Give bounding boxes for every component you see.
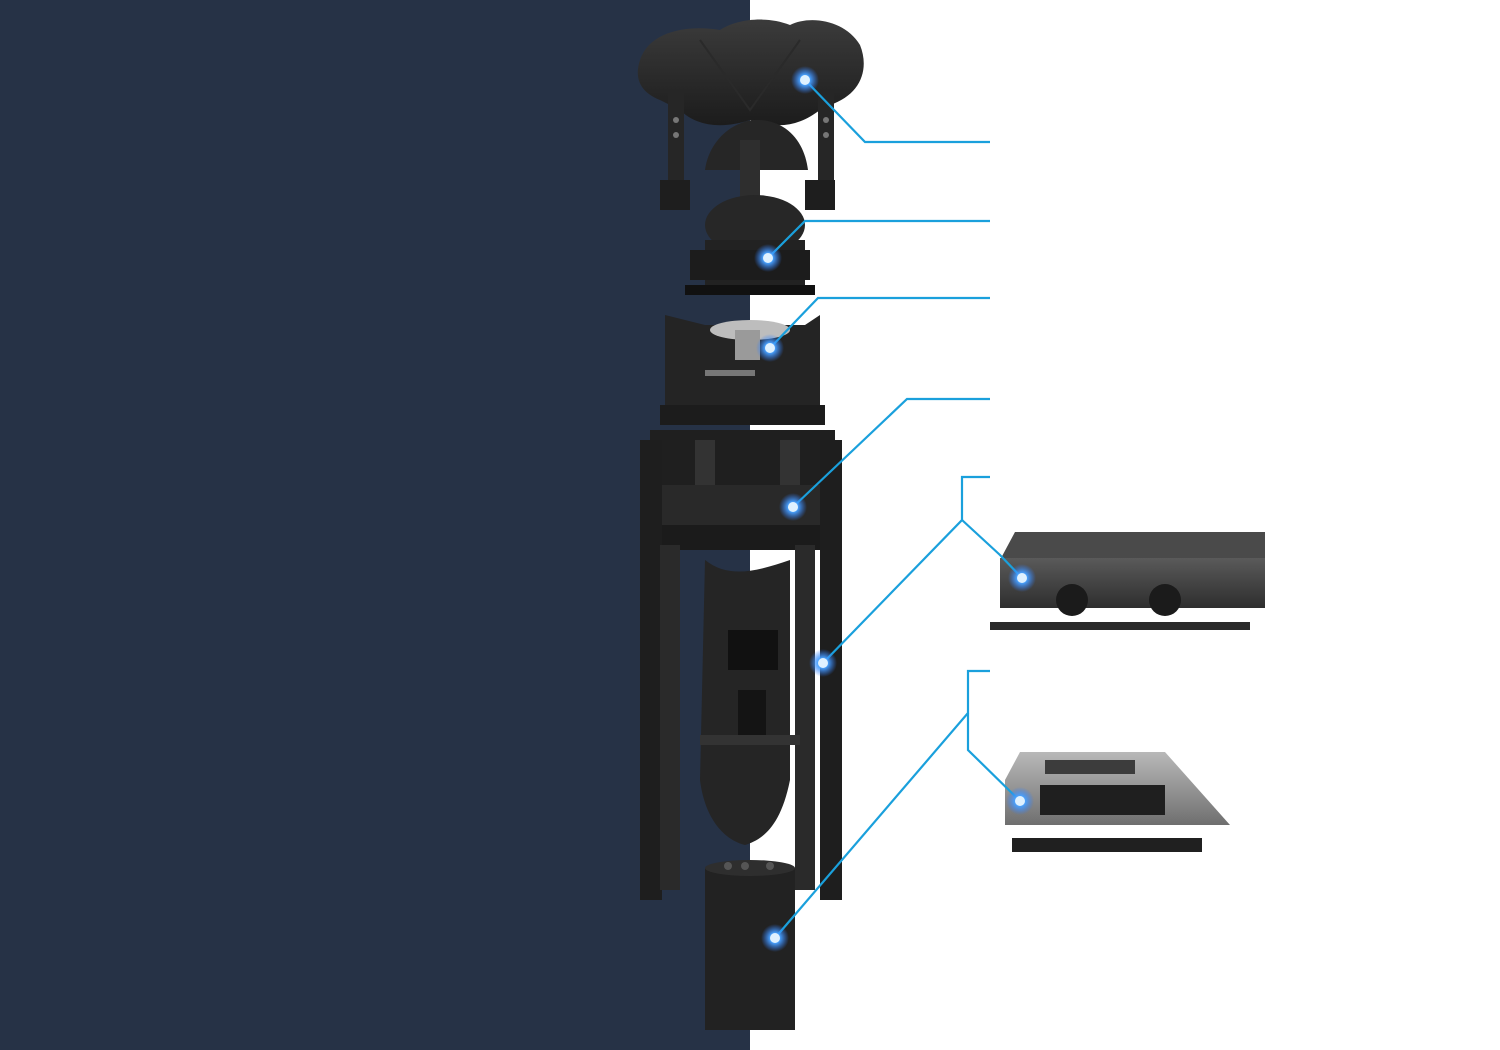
light-background-panel: [750, 0, 1500, 1050]
robot-shoulder-part: [650, 430, 835, 550]
dark-background-panel: [0, 0, 750, 1050]
hotspot-head-shell[interactable]: [791, 66, 819, 94]
hotspot-neck-unit[interactable]: [754, 244, 782, 272]
hotspot-torso-frame[interactable]: [809, 649, 837, 677]
robot-neck-unit-part: [685, 195, 815, 295]
leader-lines: [767, 79, 1023, 939]
control-box-module: [990, 532, 1265, 630]
leader-line-mounting-bracket: [966, 713, 1021, 802]
leader-line-neck-joint: [769, 296, 990, 349]
leader-line-shoulder: [792, 397, 990, 508]
hotspot-control-box[interactable]: [1008, 564, 1036, 592]
hotspot-mounting-bracket[interactable]: [1006, 787, 1034, 815]
leader-line-head-shell: [804, 79, 990, 144]
hotspot-neck-joint[interactable]: [756, 334, 784, 362]
leader-line-neck-unit: [767, 219, 990, 259]
robot-head-shell-part: [637, 19, 864, 210]
hotspot-base[interactable]: [761, 924, 789, 952]
robot-neck-joint-part: [660, 315, 825, 425]
leader-line-torso-frame: [822, 475, 990, 664]
mounting-bracket-module: [1005, 752, 1230, 852]
hotspot-shoulder[interactable]: [779, 493, 807, 521]
leader-line-base: [774, 669, 990, 939]
